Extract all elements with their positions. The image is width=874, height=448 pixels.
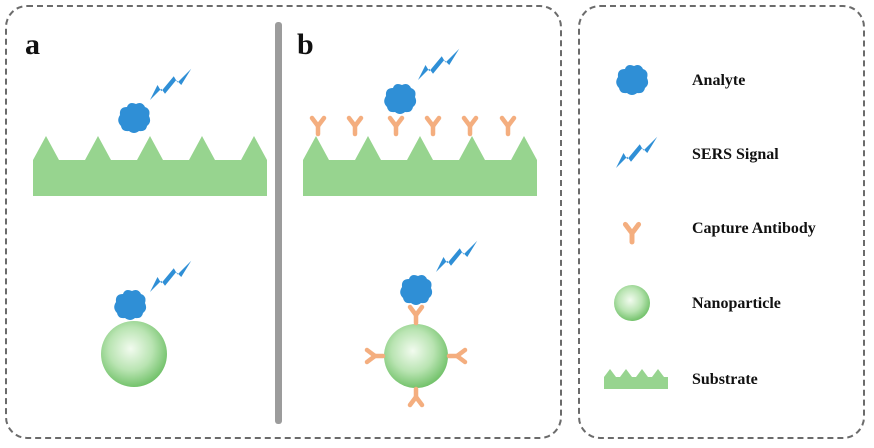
panel-b-substrate-sers-signal: [418, 48, 460, 80]
capture-antibody-icon: [625, 224, 638, 242]
legend-label-capture-antibody: Capture Antibody: [692, 220, 816, 237]
substrate-icon: [604, 369, 668, 389]
panel-b-nanoparticle: [384, 324, 448, 388]
nanoparticle-icon: [614, 285, 650, 321]
panel-a-nanoparticle-sers-signal: [150, 260, 192, 292]
panels-frame: [5, 5, 562, 439]
panel-a-substrate-analyte: [118, 103, 151, 133]
panel-a-nanoparticle: [101, 321, 167, 387]
panel-b-nanoparticle-sers-signal: [436, 240, 478, 272]
panel-a-substrate: [33, 136, 267, 196]
panel-b-substrate: [303, 136, 537, 196]
legend-label-substrate: Substrate: [692, 371, 758, 388]
panel-a-nanoparticle-analyte: [114, 290, 147, 320]
analyte-icon: [616, 65, 649, 95]
panel-label-b: b: [297, 28, 314, 61]
panel-a-substrate-sers-signal: [150, 68, 192, 100]
legend-frame: [578, 5, 865, 439]
panel-divider: [275, 22, 282, 424]
panel-b-substrate-analyte: [384, 84, 417, 114]
panel-b-substrate-antibodies: [312, 118, 514, 134]
sers-signal-icon: [616, 136, 658, 168]
panel-b-nanoparticle-analyte: [400, 275, 433, 305]
legend-label-nanoparticle: Nanoparticle: [692, 295, 781, 312]
legend-label-sers-signal: SERS Signal: [692, 146, 779, 163]
panel-label-a: a: [25, 28, 40, 61]
legend-label-analyte: Analyte: [692, 72, 746, 89]
